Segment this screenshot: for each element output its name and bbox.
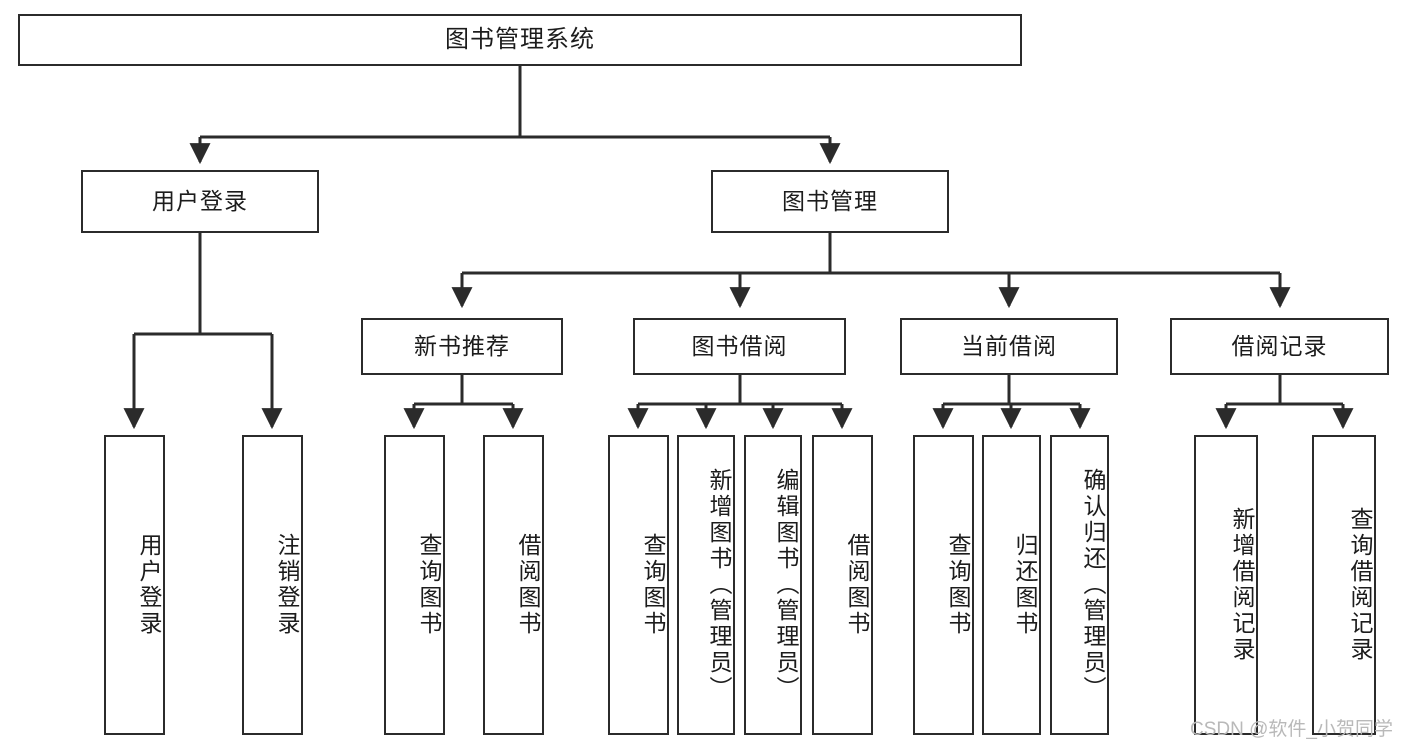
leaf-logout[interactable]: 注销登录 xyxy=(242,435,303,735)
node-label: 图书借阅 xyxy=(691,332,788,359)
leaf-query-book-2[interactable]: 查询图书 xyxy=(608,435,669,735)
csdn-watermark: CSDN @软件_小贺同学 xyxy=(1190,719,1393,740)
node-label: 用户登录 xyxy=(136,533,162,637)
node-label: 用户登录 xyxy=(152,187,248,214)
leaf-borrow-book-1[interactable]: 借阅图书 xyxy=(483,435,544,735)
leaf-add-record[interactable]: 新增借阅记录 xyxy=(1194,435,1258,735)
node-label: 借阅图书 xyxy=(844,533,870,637)
node-label: 查询图书 xyxy=(945,533,971,637)
node-label: 新增图书（管理员） xyxy=(706,468,732,702)
leaf-confirm-return[interactable]: 确认归还（管理员） xyxy=(1050,435,1109,735)
node-root-system[interactable]: 图书管理系统 xyxy=(18,14,1022,66)
node-label: 归还图书 xyxy=(1012,533,1038,637)
node-label: 编辑图书（管理员） xyxy=(773,468,799,702)
node-label: 查询借阅记录 xyxy=(1347,507,1373,663)
node-book-manage[interactable]: 图书管理 xyxy=(711,170,949,233)
node-label: 注销登录 xyxy=(274,533,300,637)
leaf-add-book[interactable]: 新增图书（管理员） xyxy=(677,435,735,735)
node-label: 图书管理 xyxy=(782,187,878,214)
leaf-borrow-book-2[interactable]: 借阅图书 xyxy=(812,435,873,735)
node-book-borrow[interactable]: 图书借阅 xyxy=(633,318,846,375)
leaf-query-book-1[interactable]: 查询图书 xyxy=(384,435,445,735)
node-new-book-recommend[interactable]: 新书推荐 xyxy=(361,318,563,375)
node-label: 新增借阅记录 xyxy=(1229,507,1255,663)
leaf-user-login[interactable]: 用户登录 xyxy=(104,435,165,735)
node-label: 图书管理系统 xyxy=(445,25,595,53)
leaf-query-record[interactable]: 查询借阅记录 xyxy=(1312,435,1376,735)
node-label: 当前借阅 xyxy=(961,332,1057,359)
node-label: 确认归还（管理员） xyxy=(1080,468,1106,702)
node-label: 借阅图书 xyxy=(515,533,541,637)
leaf-query-book-3[interactable]: 查询图书 xyxy=(913,435,974,735)
node-label: 查询图书 xyxy=(640,533,666,637)
leaf-return-book[interactable]: 归还图书 xyxy=(982,435,1041,735)
leaf-edit-book[interactable]: 编辑图书（管理员） xyxy=(744,435,802,735)
node-borrow-record[interactable]: 借阅记录 xyxy=(1170,318,1389,375)
node-label: 借阅记录 xyxy=(1231,332,1328,359)
node-label: 查询图书 xyxy=(416,533,442,637)
node-user-login[interactable]: 用户登录 xyxy=(81,170,319,233)
node-current-borrow[interactable]: 当前借阅 xyxy=(900,318,1118,375)
node-label: 新书推荐 xyxy=(414,332,510,359)
